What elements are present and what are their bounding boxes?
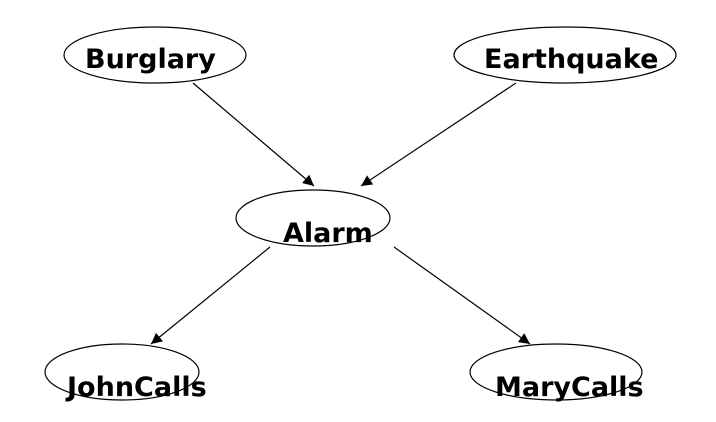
node-alarm-ellipse bbox=[235, 189, 391, 247]
edge-burglary-to-alarm bbox=[192, 82, 315, 187]
edges bbox=[150, 82, 531, 345]
node-burglary: Burglary bbox=[63, 26, 247, 84]
node-earthquake-label: Earthquake bbox=[484, 44, 658, 75]
node-johncalls-ellipse bbox=[44, 343, 200, 401]
node-marycalls-ellipse bbox=[469, 343, 643, 401]
node-marycalls-label: MaryCalls bbox=[495, 372, 644, 403]
edge-earthquake-to-alarm bbox=[360, 82, 517, 187]
node-johncalls: JohnCalls bbox=[44, 343, 207, 403]
node-marycalls: MaryCalls bbox=[469, 343, 644, 403]
node-earthquake-ellipse bbox=[453, 26, 677, 84]
node-alarm: Alarm bbox=[235, 189, 391, 249]
edge-alarm-to-marycalls bbox=[393, 246, 531, 345]
node-alarm-label: Alarm bbox=[283, 218, 373, 249]
edge-alarm-to-johncalls bbox=[150, 246, 271, 345]
node-burglary-ellipse bbox=[63, 26, 247, 84]
node-burglary-label: Burglary bbox=[85, 44, 216, 75]
node-johncalls-label: JohnCalls bbox=[65, 372, 207, 403]
node-earthquake: Earthquake bbox=[453, 26, 677, 84]
